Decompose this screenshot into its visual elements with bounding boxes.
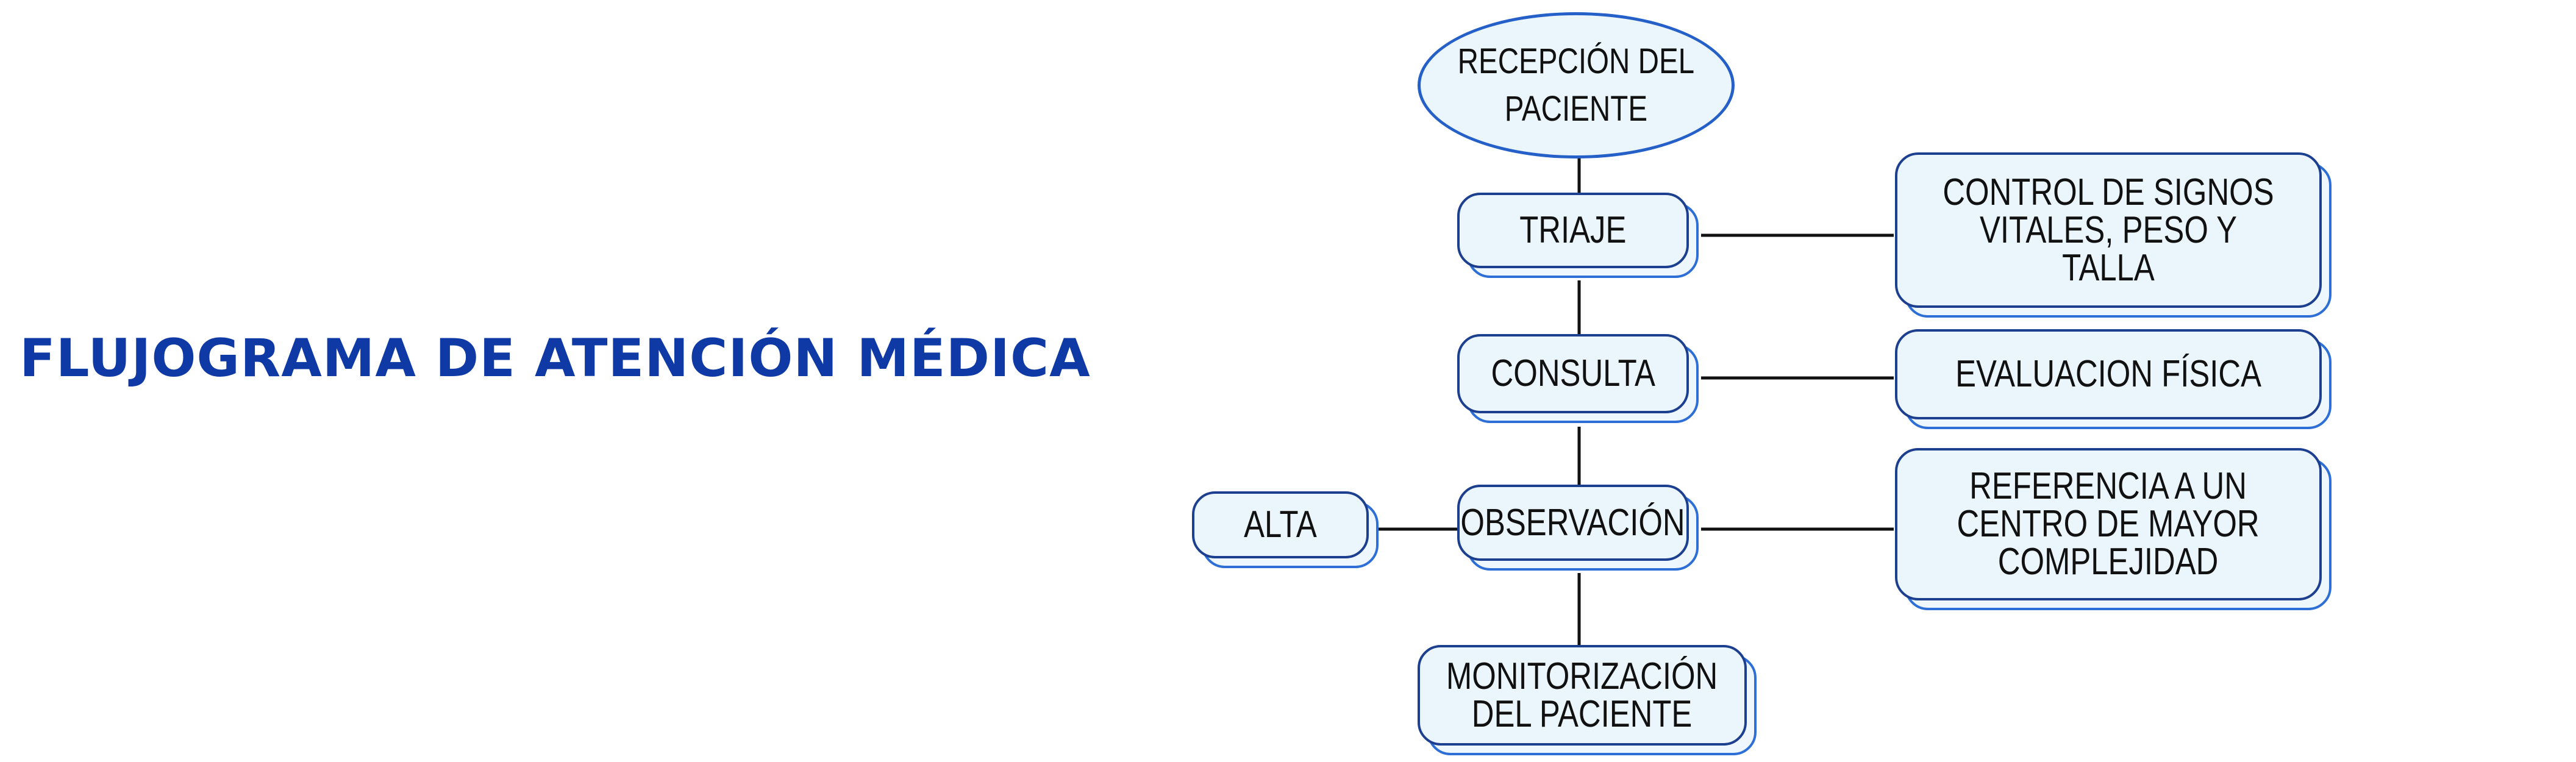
node-referral: REFERENCIA A UN CENTRO DE MAYOR COMPLEJI… [1895, 448, 2332, 610]
node-triage: TRIAJE [1457, 193, 1699, 278]
node-referral-face: REFERENCIA A UN CENTRO DE MAYOR COMPLEJI… [1895, 448, 2322, 600]
node-monitoring: MONITORIZACIÓN DEL PACIENTE [1418, 645, 1757, 755]
node-discharge: ALTA [1192, 491, 1379, 568]
node-observation-label: OBSERVACIÓN [1460, 501, 1686, 544]
node-vital-signs: CONTROL DE SIGNOS VITALES, PESO Y TALLA [1895, 152, 2332, 318]
node-discharge-face: ALTA [1192, 491, 1369, 558]
node-triage-face: TRIAJE [1457, 193, 1689, 268]
node-discharge-label: ALTA [1244, 504, 1317, 546]
node-reception-label: RECEPCIÓN DEL PACIENTE [1457, 41, 1695, 129]
diagram-title: FLUJOGRAMA DE ATENCIÓN MÉDICA [20, 328, 1091, 389]
node-vital-signs-face: CONTROL DE SIGNOS VITALES, PESO Y TALLA [1895, 152, 2322, 308]
node-observation-face: OBSERVACIÓN [1457, 485, 1689, 561]
node-consultation-label: CONSULTA [1491, 352, 1655, 394]
node-reception: RECEPCIÓN DEL PACIENTE [1418, 12, 1735, 158]
node-monitoring-face: MONITORIZACIÓN DEL PACIENTE [1418, 645, 1747, 746]
node-physical-eval-label: EVALUACION FÍSICA [1955, 353, 2261, 395]
node-consultation: CONSULTA [1457, 334, 1699, 423]
node-consultation-face: CONSULTA [1457, 334, 1689, 413]
node-triage-label: TRIAJE [1519, 209, 1627, 251]
node-referral-label: REFERENCIA A UN CENTRO DE MAYOR COMPLEJI… [1957, 465, 2260, 583]
node-observation: OBSERVACIÓN [1457, 485, 1699, 571]
node-monitoring-label: MONITORIZACIÓN DEL PACIENTE [1446, 655, 1718, 735]
node-vital-signs-label: CONTROL DE SIGNOS VITALES, PESO Y TALLA [1943, 171, 2274, 289]
node-physical-eval-face: EVALUACION FÍSICA [1895, 329, 2322, 419]
node-physical-eval: EVALUACION FÍSICA [1895, 329, 2332, 429]
